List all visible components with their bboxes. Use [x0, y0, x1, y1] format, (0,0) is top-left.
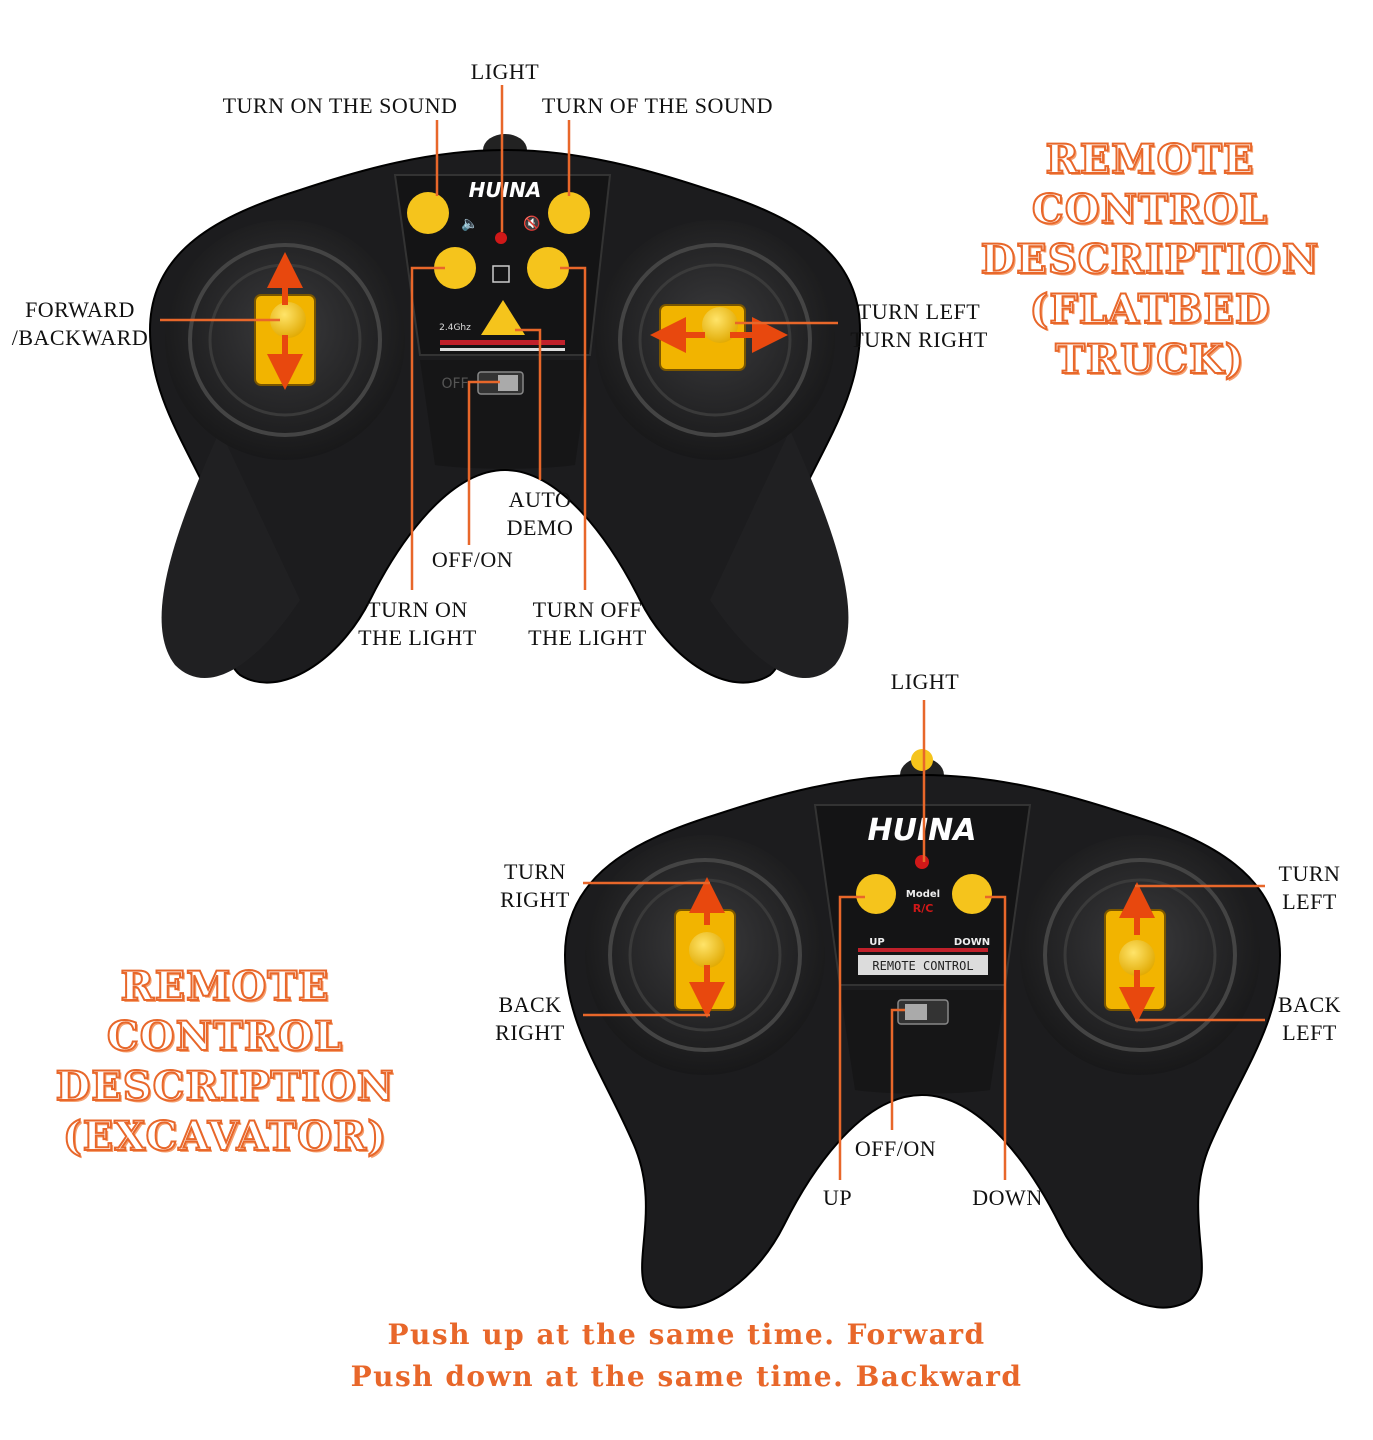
- truck-light-label: LIGHT: [470, 59, 540, 84]
- panel-rc-label: R/C: [913, 902, 934, 915]
- truck-leader-lines: [160, 85, 838, 590]
- excavator-turn-right-label: TURN RIGHT: [500, 859, 570, 912]
- excavator-up-button: [856, 874, 896, 914]
- truck-indicator-led: [495, 232, 507, 244]
- truck-forward-backward-label: FORWARD /BACKWARD: [11, 297, 149, 350]
- truck-controller: HUINA 🔈 🔇 2.4Ghz OFF: [148, 134, 862, 684]
- excavator-up-label: UP: [822, 1185, 853, 1210]
- truck-sound-off-label: TURN OF THE SOUND: [541, 93, 774, 118]
- truck-light-off-label: TURN OFF THE LIGHT: [528, 597, 647, 650]
- excavator-right-pad: [1020, 835, 1260, 1075]
- truck-off-on-label: OFF/ON: [431, 547, 514, 572]
- truck-right-pad: [595, 220, 835, 460]
- truck-light-on-label: TURN ON THE LIGHT: [358, 597, 477, 650]
- excavator-leader-lines: [583, 700, 1265, 1180]
- excavator-left-pad: [585, 835, 825, 1075]
- truck-title: REMOTE CONTROL DESCRIPTION (FLATBED TRUC…: [980, 135, 1320, 384]
- truck-sound-off-button: [548, 192, 590, 234]
- chip-icon: [492, 265, 510, 283]
- speaker-on-icon: 🔈: [461, 216, 478, 232]
- panel-down-label: DOWN: [954, 937, 990, 948]
- panel-up-label: UP: [869, 937, 884, 948]
- truck-brand-logo: HUINA: [469, 178, 542, 202]
- excavator-down-button: [952, 874, 992, 914]
- excavator-controller: HUINA Model R/C UP DOWN REMOTE CONTROL: [563, 749, 1282, 1309]
- footer-line-1: Push up at the same time. Forward: [387, 1318, 986, 1351]
- truck-auto-demo-button: [481, 300, 525, 335]
- truck-freq-label: 2.4Ghz: [439, 323, 471, 333]
- excavator-down-label: DOWN: [972, 1185, 1043, 1210]
- excavator-turn-left-label: TURN LEFT: [1278, 861, 1341, 914]
- truck-auto-demo-label: AUTO DEMO: [506, 487, 574, 540]
- truck-turn-left-right-label: TURN LEFT TURN RIGHT: [850, 299, 988, 352]
- truck-light-on-button: [434, 247, 476, 289]
- footer-line-2: Push down at the same time. Backward: [350, 1360, 1023, 1393]
- excavator-back-left-label: BACK LEFT: [1277, 992, 1342, 1045]
- truck-left-pad: [165, 220, 405, 460]
- speaker-off-icon: 🔇: [523, 215, 540, 232]
- excavator-back-right-label: BACK RIGHT: [495, 992, 565, 1045]
- panel-remote-label: REMOTE CONTROL: [872, 959, 973, 973]
- truck-sound-on-label: TURN ON THE SOUND: [222, 93, 458, 118]
- excavator-indicator-led: [915, 855, 929, 869]
- excavator-brand-logo: HUINA: [868, 813, 977, 848]
- excavator-title: REMOTE CONTROL DESCRIPTION (EXCAVATOR): [55, 962, 395, 1161]
- truck-light-off-button: [527, 247, 569, 289]
- panel-model-label: Model: [906, 889, 940, 900]
- excavator-light-label: LIGHT: [890, 669, 960, 694]
- truck-sound-on-button: [407, 192, 449, 234]
- panel-remote-strip: [858, 955, 988, 975]
- excavator-off-on-label: OFF/ON: [854, 1136, 937, 1161]
- truck-switch-label: OFF: [441, 376, 468, 392]
